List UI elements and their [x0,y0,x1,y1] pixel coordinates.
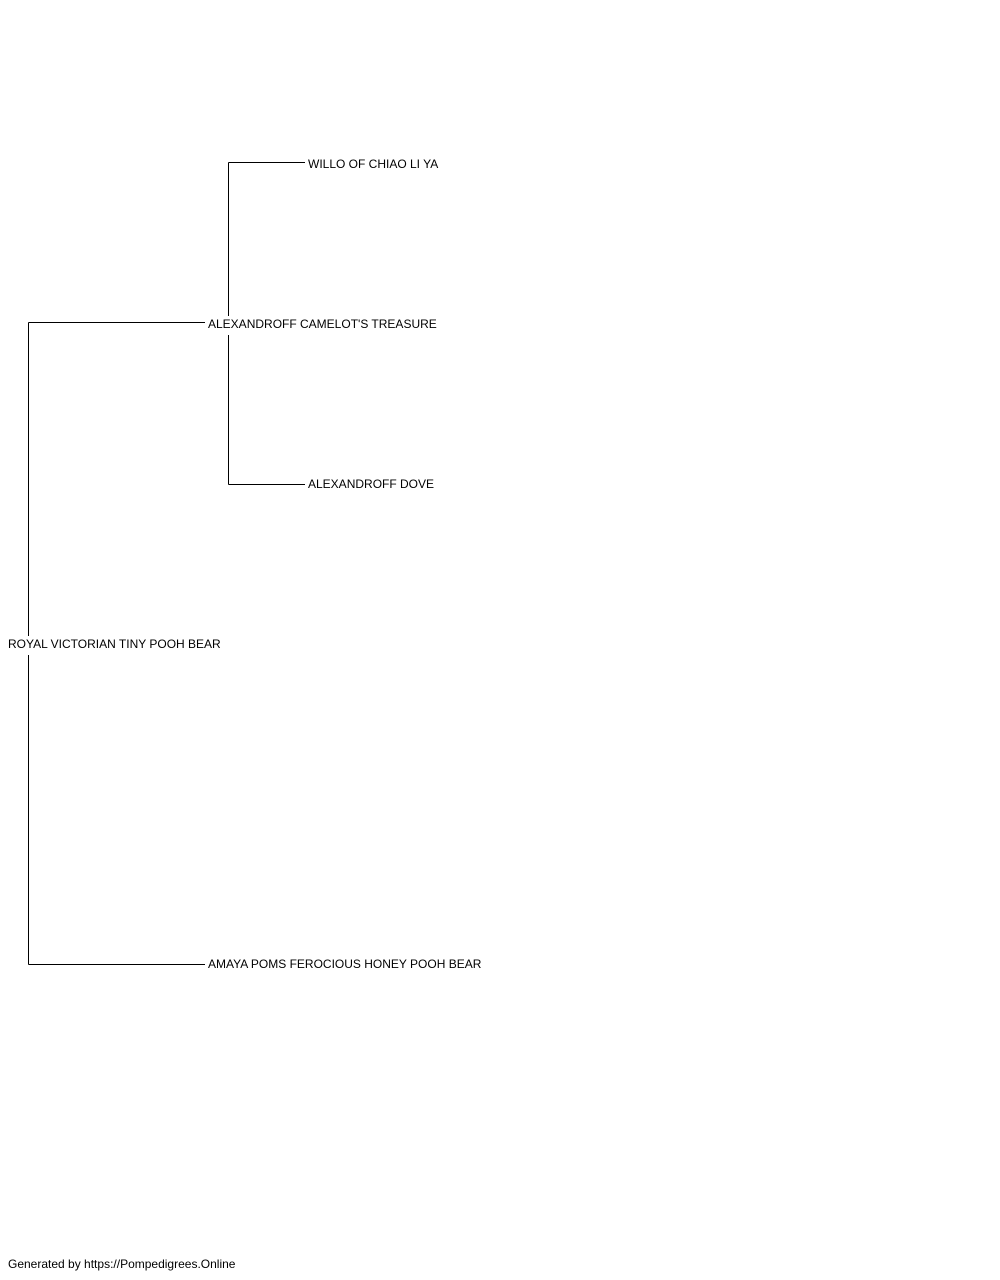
generated-by-footer: Generated by https://Pompedigrees.Online [8,1257,236,1271]
pedigree-node-sire-sire: WILLO OF CHIAO LI YA [308,157,439,171]
pedigree-node-dam: AMAYA POMS FEROCIOUS HONEY POOH BEAR [208,957,482,971]
pedigree-node-sire-dam: ALEXANDROFF DOVE [308,477,435,491]
pedigree-node-sire: ALEXANDROFF CAMELOT'S TREASURE [208,317,437,331]
pedigree-node-subject: ROYAL VICTORIAN TINY POOH BEAR [8,637,221,651]
